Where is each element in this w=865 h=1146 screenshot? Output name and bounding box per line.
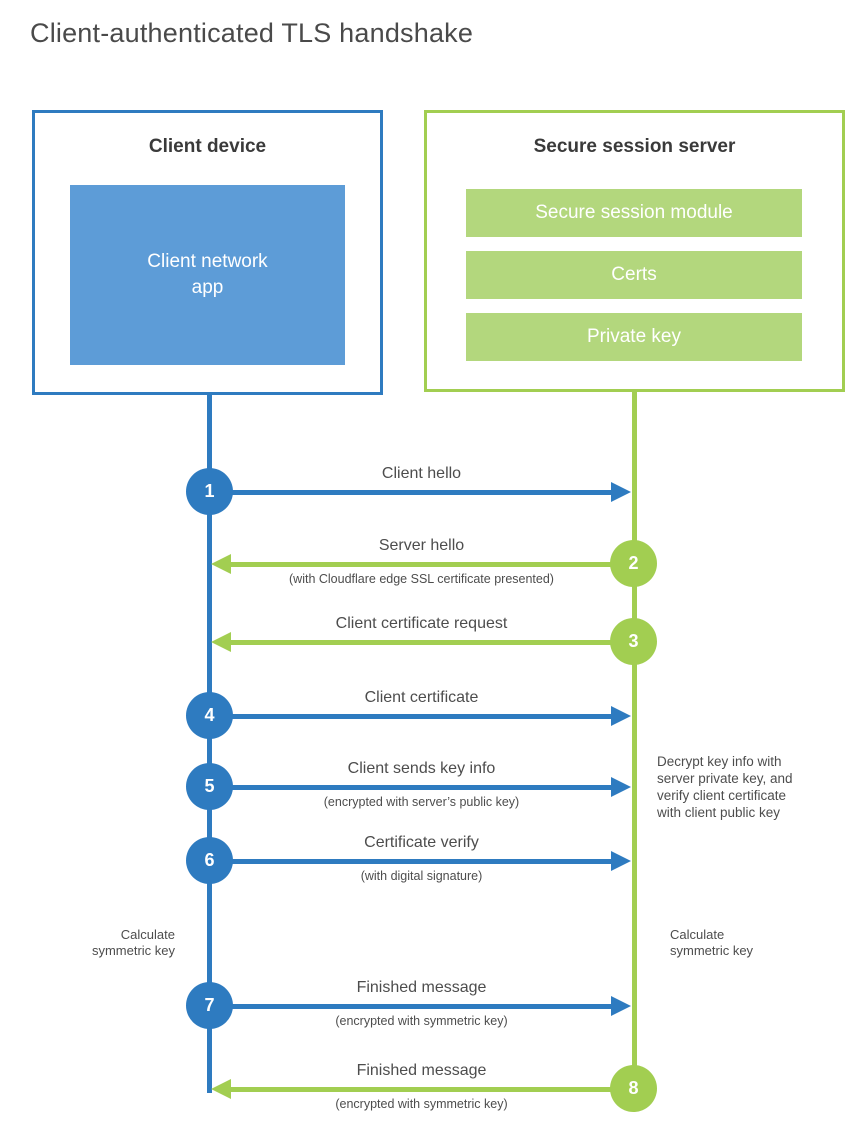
step-2-sublabel: (with Cloudflare edge SSL certificate pr… [289,572,554,586]
step-5-arrow [230,785,612,790]
client-lifeline [207,395,212,1093]
step-4-label: Client certificate [364,689,479,706]
step-2-arrow [231,562,614,567]
step-1-arrow [230,490,612,495]
step-5-sublabel: (encrypted with server’s public key) [323,795,520,809]
server-module-certs: Certs [466,251,802,299]
step-6-label: Certificate verify [364,834,479,851]
step-3-label: Client certificate request [335,615,508,632]
step-4-circle: 4 [186,692,233,739]
step-1-arrowhead-right-icon [611,482,631,502]
step-8-arrow [231,1087,614,1092]
server-lifeline [632,392,637,1092]
step-3-circle: 3 [610,618,657,665]
step-6-arrowhead-right-icon [611,851,631,871]
calc-symmetric-key-note-right: Calculate symmetric key [670,927,754,958]
step-4-arrowhead-right-icon [611,706,631,726]
step-2-label: Server hello [378,537,465,554]
step-7-arrow [230,1004,612,1009]
client-network-app-box: Client network app [70,185,345,365]
step-6-sublabel: (with digital signature) [360,869,483,883]
step-2-arrowhead-left-icon [211,554,231,574]
client-device-title: Client device [148,136,267,157]
calc-symmetric-key-note-left: Calculate symmetric key [91,927,175,958]
server-title: Secure session server [533,136,736,157]
step-5-label: Client sends key info [347,760,496,777]
step-3-arrowhead-left-icon [211,632,231,652]
step-7-arrowhead-right-icon [611,996,631,1016]
step-6-circle: 6 [186,837,233,884]
step-1-label: Client hello [381,465,462,482]
step-8-sublabel: (encrypted with symmetric key) [335,1097,508,1111]
step-4-arrow [230,714,612,719]
step-5-circle: 5 [186,763,233,810]
step-8-arrowhead-left-icon [211,1079,231,1099]
step-7-sublabel: (encrypted with symmetric key) [335,1014,508,1028]
step-2-circle: 2 [610,540,657,587]
step-5-arrowhead-right-icon [611,777,631,797]
step-6-arrow [230,859,612,864]
decrypt-note: Decrypt key info with server private key… [657,754,793,820]
step-8-label: Finished message [356,1062,487,1079]
server-module-secure-session: Secure session module [466,189,802,237]
step-7-circle: 7 [186,982,233,1029]
step-8-circle: 8 [610,1065,657,1112]
diagram-title: Client-authenticated TLS handshake [30,18,474,48]
step-1-circle: 1 [186,468,233,515]
step-3-arrow [231,640,614,645]
server-module-private-key: Private key [466,313,802,361]
step-7-label: Finished message [356,979,487,996]
